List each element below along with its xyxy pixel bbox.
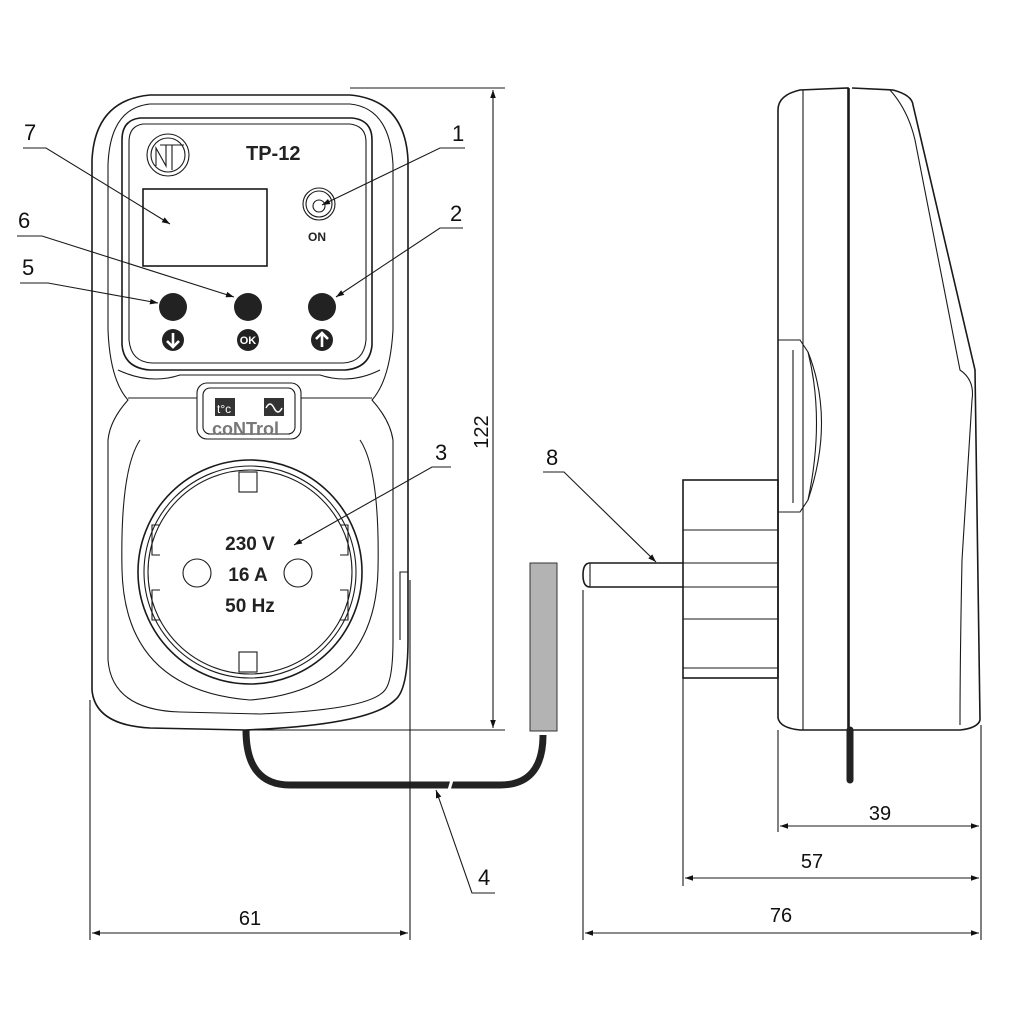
dim-height-value: 122	[471, 415, 493, 448]
svg-text:8: 8	[546, 445, 558, 470]
front-body-inner	[107, 103, 394, 715]
dim-body-depth-value: 39	[869, 803, 891, 825]
side-clip-right	[340, 524, 349, 621]
callout-6: 6	[17, 208, 235, 298]
svg-text:7: 7	[24, 120, 36, 145]
callout-4: 4	[435, 789, 495, 894]
rating-frequency: 50 Hz	[225, 596, 275, 617]
display	[142, 188, 268, 267]
up-button[interactable]	[308, 293, 336, 321]
dimension-side-depths: 39 57 76	[582, 590, 982, 940]
ground-clip-bottom	[238, 651, 258, 673]
dim-total-depth-value: 76	[770, 905, 792, 927]
svg-text:2: 2	[450, 201, 462, 226]
dimension-front-width: 61	[89, 580, 411, 940]
brand-badge: t°c coNTrol	[128, 382, 372, 440]
svg-text:4: 4	[478, 865, 490, 890]
sensor-probe	[529, 562, 558, 732]
badge-tc: t°c	[217, 402, 231, 416]
socket-pin-hole-left	[182, 558, 212, 588]
power-led	[302, 187, 336, 221]
nt-logo	[146, 133, 190, 177]
svg-text:5: 5	[22, 255, 34, 280]
power-led-label: ON	[308, 230, 326, 244]
side-grip	[778, 339, 822, 513]
model-label: TP-12	[246, 143, 300, 165]
svg-text:6: 6	[18, 208, 30, 233]
cable-break	[447, 779, 454, 791]
side-clip-left	[151, 524, 160, 621]
sensor-cable	[242, 729, 547, 789]
socket-inner	[143, 465, 357, 679]
dim-front-width-value: 61	[239, 908, 261, 930]
svg-text:1: 1	[452, 121, 464, 146]
rating-voltage: 230 V	[225, 534, 275, 555]
ok-icon-label: OK	[240, 335, 257, 347]
callout-5: 5	[20, 255, 159, 305]
down-button[interactable]	[159, 293, 187, 321]
plug-pin	[582, 562, 683, 588]
control-panel-inner	[128, 123, 367, 364]
callout-8: 8	[543, 445, 657, 563]
side-notch	[399, 571, 408, 640]
ok-button[interactable]	[234, 293, 262, 321]
socket-pin-hole-right	[283, 558, 313, 588]
callout-3: 3	[293, 440, 451, 546]
socket-surround	[121, 439, 379, 701]
arrow-up-icon	[311, 329, 333, 351]
socket-outer	[137, 459, 363, 685]
callout-7: 7	[23, 120, 171, 225]
side-view	[582, 87, 981, 784]
arrow-down-icon	[162, 329, 184, 351]
side-body-front	[777, 87, 849, 731]
ok-icon: OK	[237, 329, 259, 351]
control-panel	[121, 117, 373, 371]
dim-depth-plug-base-value: 57	[801, 851, 823, 873]
side-body-back	[851, 87, 981, 731]
panel-lower-band	[117, 369, 381, 380]
svg-text:3: 3	[435, 440, 447, 465]
dimension-height: 122	[245, 87, 505, 731]
front-body-outline	[91, 94, 409, 731]
rating-current: 16 A	[228, 565, 268, 586]
callout-1: 1	[321, 121, 465, 206]
callout-2: 2	[335, 201, 463, 298]
badge-control: coNTrol	[212, 419, 279, 439]
plug-base	[682, 479, 779, 679]
ground-clip-top	[238, 471, 258, 493]
front-view: TP-12 ON OK	[91, 94, 409, 731]
